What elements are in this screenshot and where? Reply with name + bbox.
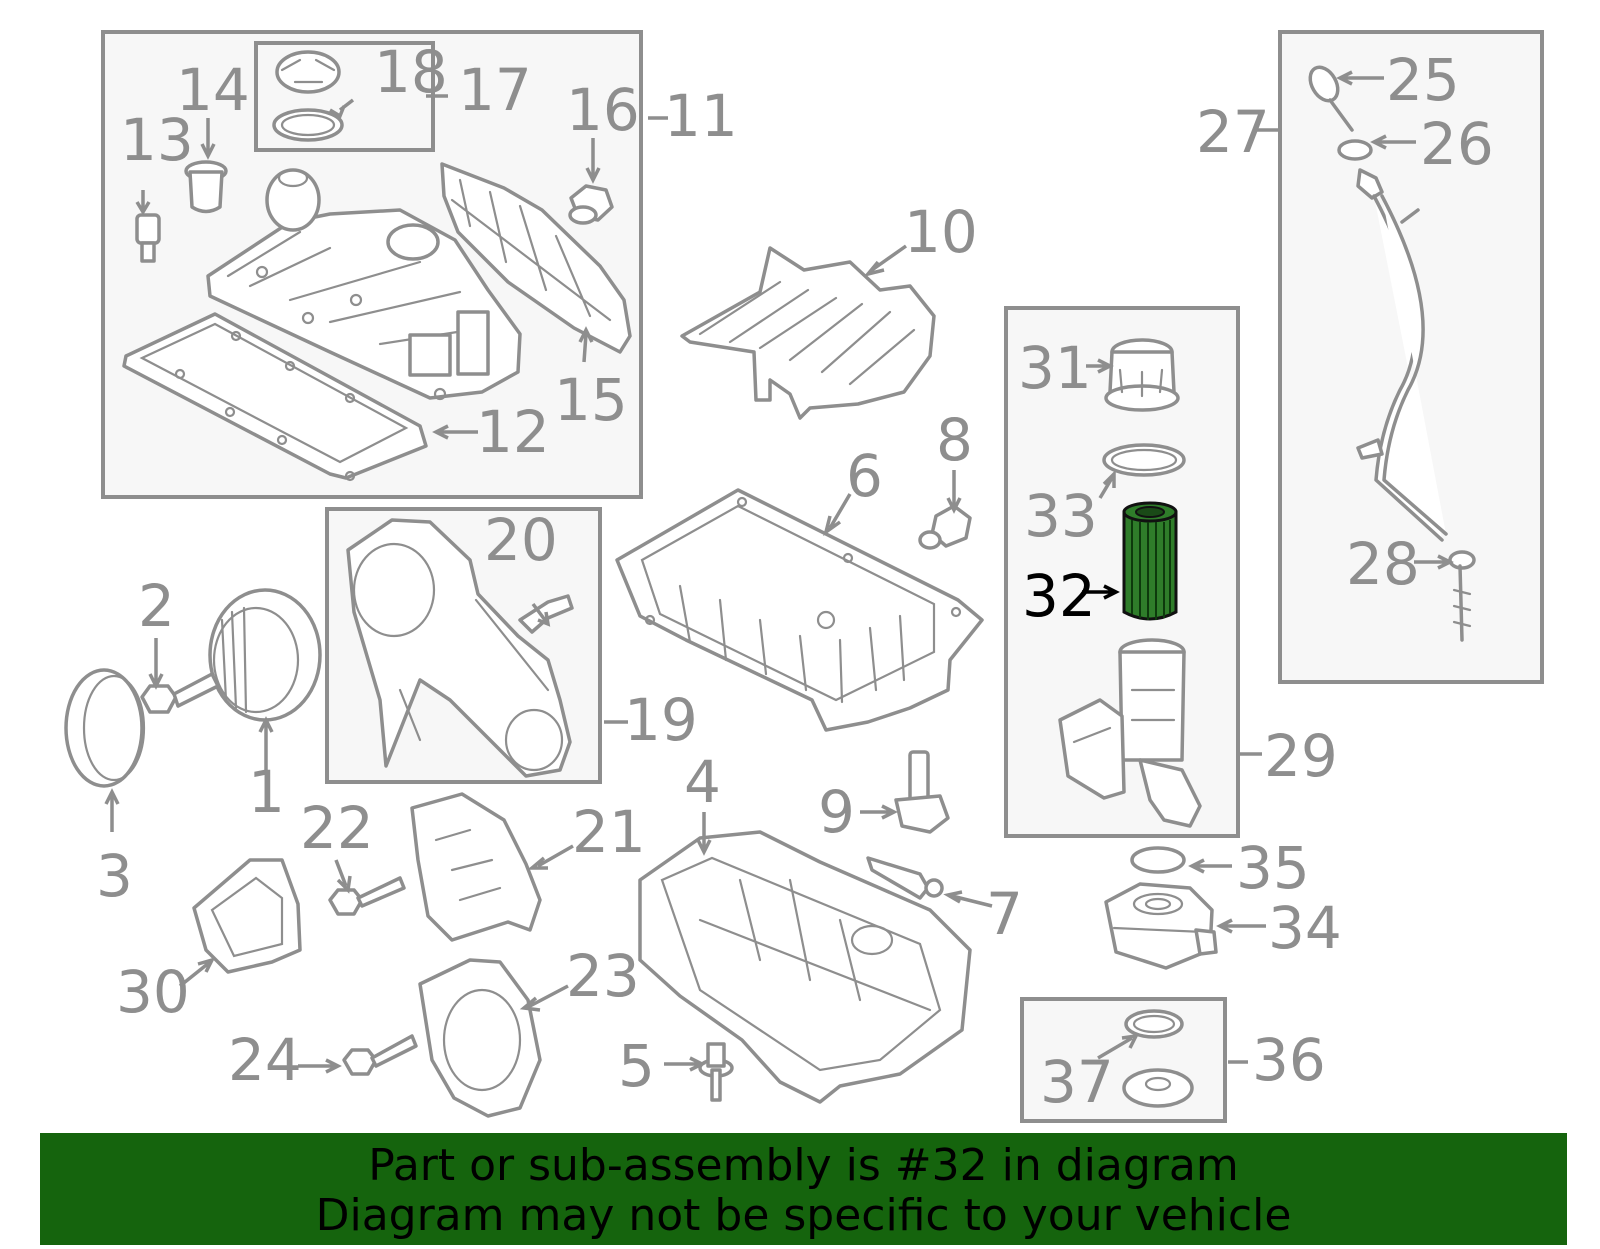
oil-cooler-34-illustration [1104,882,1218,970]
upper-oil-pan-illustration [615,488,984,732]
drain-plug-8-illustration [918,504,972,550]
valve-16-illustration [568,184,614,225]
banner-line-2: Diagram may not be specific to your vehi… [315,1190,1292,1241]
callout-19: 19 [624,686,698,754]
callout-24: 24 [228,1026,302,1094]
callout-labels: 13 14 18 17 16 11 15 12 10 6 8 20 2 19 1… [96,38,1494,1116]
callout-31: 31 [1018,334,1092,402]
pulley-1-illustration [208,588,322,722]
callout-1: 1 [248,758,285,826]
dipstick-27-illustration [1308,65,1476,642]
sensor-7-illustration [866,856,944,900]
bolt-2-illustration [140,672,220,714]
callout-13: 13 [120,106,194,174]
callout-3: 3 [96,842,133,910]
callout-37: 37 [1040,1048,1114,1116]
drain-plug-5-illustration [698,1042,734,1102]
notice-banner: Part or sub-assembly is #32 in diagram D… [40,1133,1567,1245]
callout-14: 14 [176,56,250,124]
callout-8: 8 [936,406,973,474]
callout-27: 27 [1196,98,1270,166]
oil-level-sensor-9-illustration [894,750,950,834]
timing-cover-upper-illustration [346,518,572,778]
seal-33-illustration [1102,443,1186,477]
callout-4: 4 [684,748,721,816]
callout-25: 25 [1386,46,1460,114]
callout-36: 36 [1252,1026,1326,1094]
callout-2: 2 [138,572,175,640]
filter-housing-29-illustration [1058,638,1202,828]
callout-17: 17 [458,56,532,124]
seal-37-illustration [1124,1009,1184,1039]
callout-30: 30 [116,958,190,1026]
oil-filter-32-highlighted [1122,501,1178,621]
callout-9: 9 [818,778,855,846]
leader-lines [104,70,1454,1074]
callout-11: 11 [664,82,738,150]
callout-10: 10 [904,198,978,266]
callout-18: 18 [374,38,448,106]
callout-23: 23 [566,942,640,1010]
valve-cover-gasket-illustration [122,312,428,482]
timing-cover-lower-illustration [410,792,542,942]
callout-28: 28 [1346,530,1420,598]
callout-16: 16 [566,76,640,144]
callout-32-highlighted: 32 [1022,562,1096,630]
oil-filler-cap-illustration [272,50,344,142]
group-box-36 [1020,997,1227,1123]
callout-34: 34 [1268,894,1342,962]
callout-5: 5 [618,1032,655,1100]
shield-23-illustration [418,958,542,1118]
seal-36-illustration [1122,1068,1194,1108]
callout-35: 35 [1236,834,1310,902]
callout-21: 21 [572,798,646,866]
highlight-leader-32 [1082,584,1120,600]
oil-baffle-illustration [680,246,936,420]
cap-3-illustration [64,668,146,788]
callout-6: 6 [846,442,883,510]
callout-12: 12 [476,398,550,466]
cover-plate-30-illustration [192,858,302,974]
sensor-13-illustration [135,213,161,263]
heat-shield-illustration [440,162,632,354]
plug-14-illustration [184,160,228,214]
lower-oil-pan-illustration [638,830,972,1104]
filter-cap-31-illustration [1104,338,1180,412]
callout-26: 26 [1420,110,1494,178]
bolt-24-illustration [342,1034,418,1076]
seal-35-illustration [1130,846,1186,874]
callout-33: 33 [1024,482,1098,550]
valve-cover-illustration [206,168,522,401]
callout-20: 20 [484,506,558,574]
bolt-22-illustration [328,876,406,916]
banner-line-1: Part or sub-assembly is #32 in diagram [368,1140,1239,1191]
callout-15: 15 [554,366,628,434]
callout-22: 22 [300,794,374,862]
callout-29: 29 [1264,722,1338,790]
callout-7: 7 [986,880,1023,948]
